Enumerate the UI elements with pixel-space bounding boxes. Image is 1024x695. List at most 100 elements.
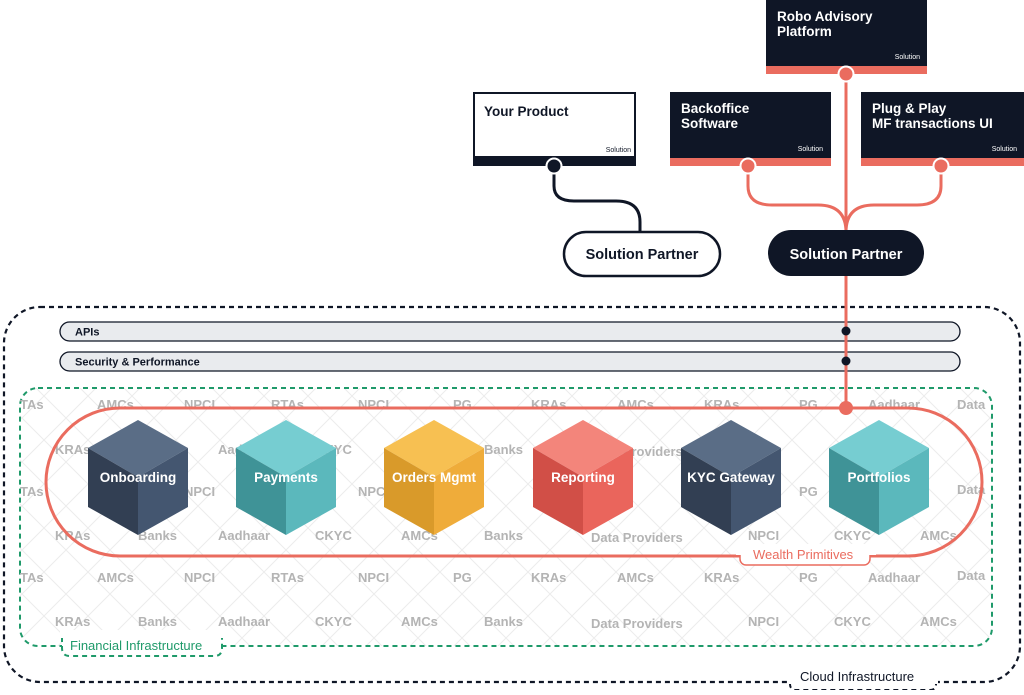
entity-label: Banks <box>484 528 523 543</box>
entity-label: RTAs <box>271 397 304 412</box>
entity-label: PG <box>453 397 472 412</box>
financial-infrastructure-label: Financial Infrastructure <box>70 638 202 653</box>
entity-label: Banks <box>138 528 177 543</box>
wealth-primitives-tab: Wealth Primitives <box>736 544 876 566</box>
entity-label: CKYC <box>834 614 871 629</box>
entity-label: NPCI <box>358 484 389 499</box>
cube-reporting: Reporting <box>533 420 633 535</box>
entity-label: Aadhaar <box>868 397 920 412</box>
solution-partner-left: Solution Partner <box>562 230 722 278</box>
cube-label: Orders Mgmt <box>392 470 477 485</box>
entity-label: Aadhaar <box>218 528 270 543</box>
cube-label: Reporting <box>551 470 615 485</box>
entity-label: Data <box>957 397 986 412</box>
cube-onboarding: Onboarding <box>88 420 188 535</box>
solution-title: Your Product <box>484 104 569 119</box>
wealth-primitives-label: Wealth Primitives <box>753 547 854 562</box>
solution-title: Robo Advisory <box>777 9 873 24</box>
solution-title: Plug & Play <box>872 101 947 116</box>
connector-dot <box>739 157 757 175</box>
cube-kyc-gateway: KYC Gateway <box>681 420 781 535</box>
entity-label: PG <box>799 570 818 585</box>
solution-plug-and-play: Plug & Play MF transactions UI Solution <box>861 92 1024 166</box>
entity-label: NPCI <box>184 484 215 499</box>
cube-label: KYC Gateway <box>687 470 775 485</box>
financial-entities: TAs AMCs NPCI RTAs NPCI PG KRAs AMCs KRA… <box>20 397 986 631</box>
entity-label: TAs <box>20 570 44 585</box>
cube-orders-mgmt: Orders Mgmt <box>384 420 484 535</box>
solution-tag: Solution <box>895 54 920 61</box>
entity-label: NPCI <box>748 528 779 543</box>
entity-label: CKYC <box>315 614 352 629</box>
solution-title: Backoffice <box>681 101 750 116</box>
entity-label: AMCs <box>920 528 957 543</box>
entity-label: NPCI <box>358 397 389 412</box>
connector-dot <box>839 401 853 415</box>
entity-label: Banks <box>484 442 523 457</box>
entity-label: AMCs <box>920 614 957 629</box>
security-performance-layer: Security & Performance <box>59 351 961 372</box>
solution-tag: Solution <box>992 146 1017 153</box>
entity-label: KRAs <box>704 570 739 585</box>
entity-label: PG <box>799 484 818 499</box>
entity-label: PG <box>453 570 472 585</box>
entity-label: NPCI <box>184 397 215 412</box>
apis-label: APIs <box>75 327 99 339</box>
solution-your-product: Your Product Solution <box>473 92 636 166</box>
apis-layer: APIs <box>59 321 961 342</box>
entity-label: NPCI <box>358 570 389 585</box>
cube-portfolios: Portfolios <box>829 420 929 535</box>
entity-label: TAs <box>20 397 44 412</box>
entity-label: KRAs <box>531 397 566 412</box>
solution-title: Platform <box>777 24 832 39</box>
left-connector <box>552 166 642 232</box>
entity-label: Data Providers <box>591 530 683 545</box>
security-performance-label: Security & Performance <box>75 357 200 369</box>
entity-label: TAs <box>20 484 44 499</box>
entity-label: NPCI <box>748 614 779 629</box>
solution-partner-right: Solution Partner <box>768 230 924 276</box>
entity-label: Banks <box>138 614 177 629</box>
wealth-primitives-frame <box>44 406 984 558</box>
connector-dot <box>545 157 563 175</box>
entity-label: NPCI <box>184 570 215 585</box>
entity-label: KRAs <box>55 614 90 629</box>
entity-label: Banks <box>484 614 523 629</box>
solution-title: Software <box>681 116 739 131</box>
solution-partner-left-label: Solution Partner <box>586 247 699 263</box>
entity-label: Data <box>957 568 986 583</box>
solution-partner-right-label: Solution Partner <box>790 247 903 263</box>
solution-robo-advisory: Robo Advisory Platform Solution <box>766 0 927 74</box>
entity-label: AMCs <box>97 570 134 585</box>
cube-label: Onboarding <box>100 470 177 485</box>
entity-label: CKYC <box>834 528 871 543</box>
entity-label: Aadhaar <box>868 570 920 585</box>
entity-label: Aadhaar <box>218 614 270 629</box>
solution-backoffice: Backoffice Software Solution <box>670 92 831 166</box>
entity-label: CKYC <box>315 528 352 543</box>
connector-dot <box>841 326 851 336</box>
cube-label: Portfolios <box>848 470 911 485</box>
right-connectors <box>746 74 943 408</box>
entity-label: AMCs <box>617 397 654 412</box>
solution-tag: Solution <box>606 147 631 154</box>
entity-label: AMCs <box>617 570 654 585</box>
entity-label: RTAs <box>271 570 304 585</box>
entity-label: KRAs <box>55 442 90 457</box>
connector-dot <box>841 356 851 366</box>
entity-label: AMCs <box>401 614 438 629</box>
entity-label: KRAs <box>531 570 566 585</box>
solution-tag: Solution <box>798 146 823 153</box>
solution-title: MF transactions UI <box>872 116 993 131</box>
financial-infrastructure-tab: Financial Infrastructure <box>60 630 224 657</box>
entity-label: PG <box>799 397 818 412</box>
entity-label: Data Providers <box>591 616 683 631</box>
cloud-infrastructure-label: Cloud Infrastructure <box>800 669 914 684</box>
cloud-infrastructure-tab: Cloud Infrastructure <box>788 668 938 691</box>
cube-payments: Payments <box>236 420 336 535</box>
entity-label: Data <box>957 482 986 497</box>
cube-label: Payments <box>254 470 318 485</box>
entity-label: KRAs <box>704 397 739 412</box>
